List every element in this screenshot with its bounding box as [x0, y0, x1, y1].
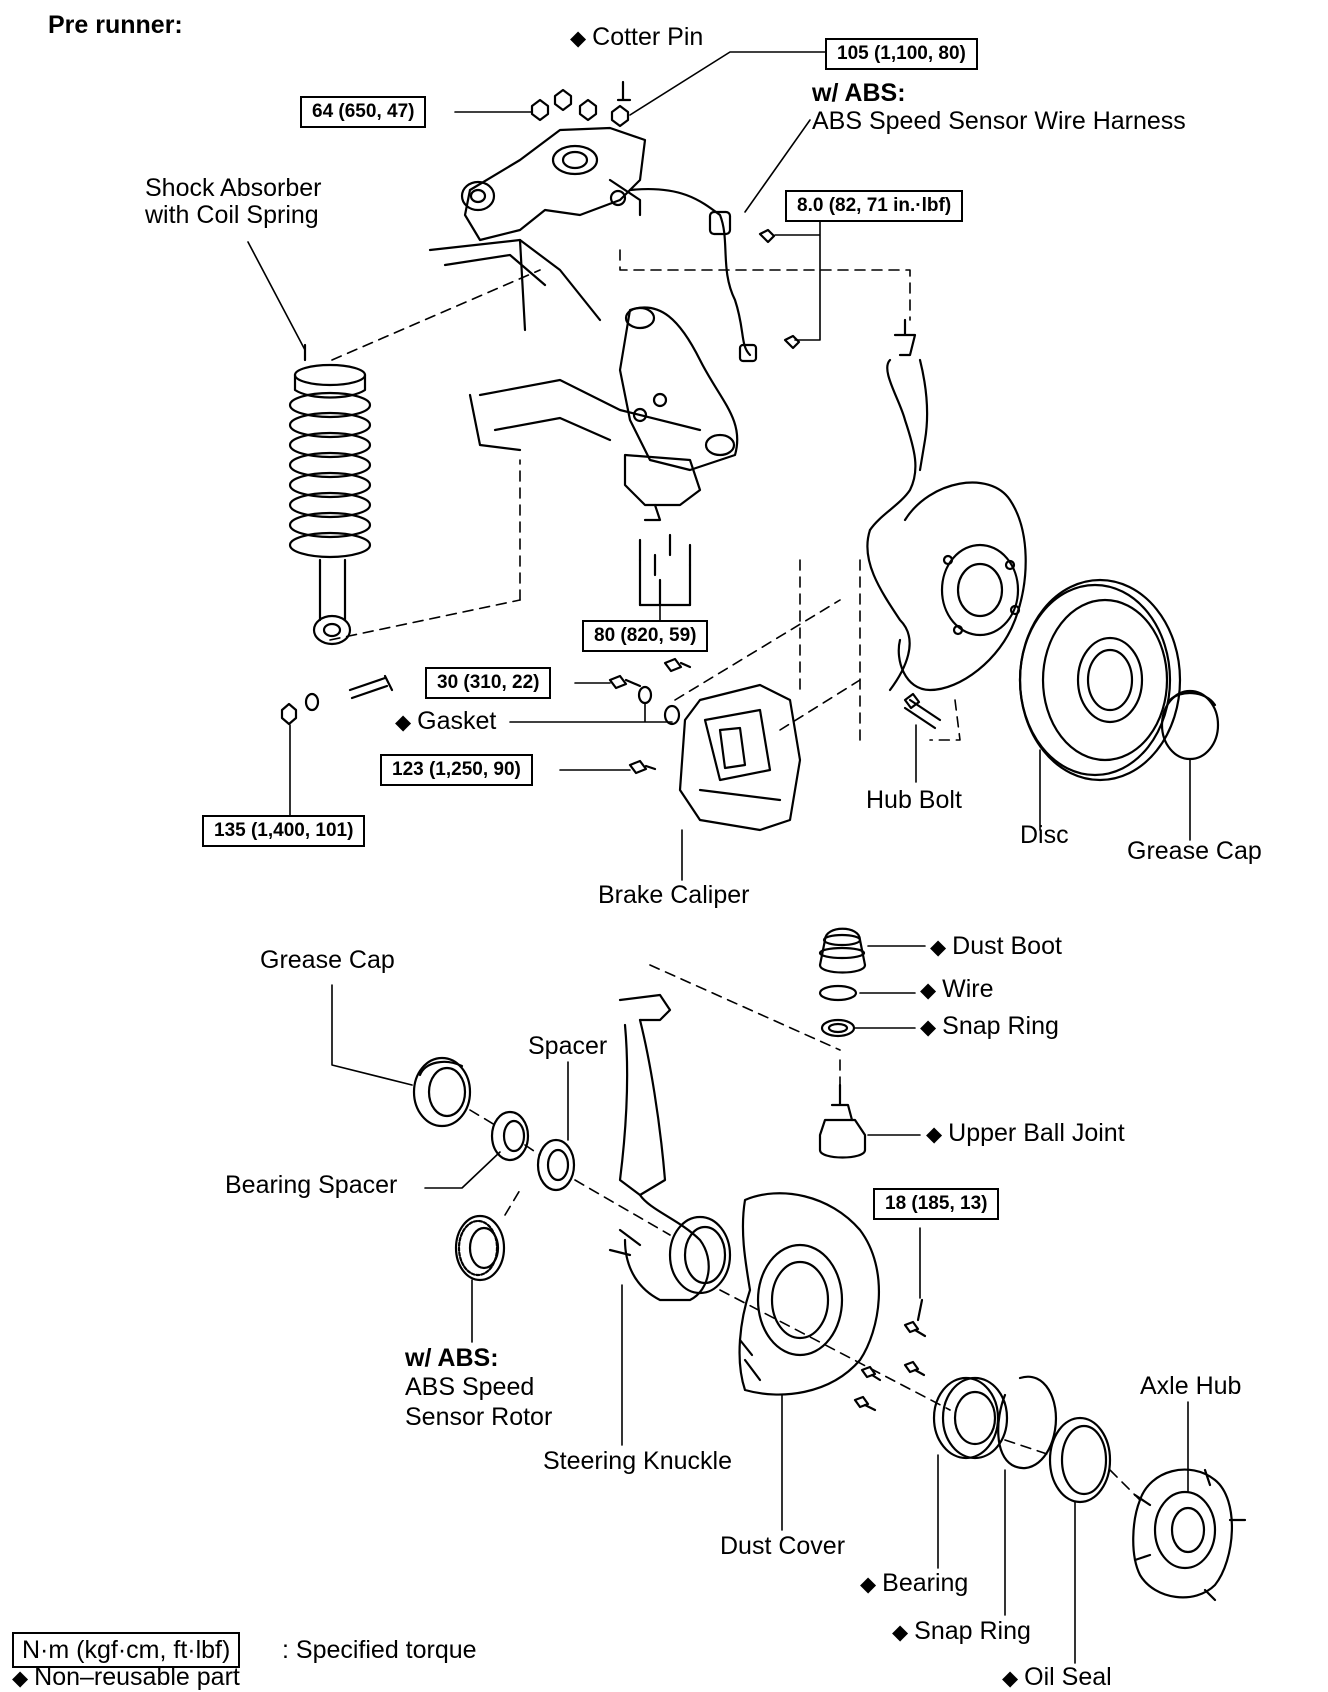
- grease-cap-upper: [1160, 689, 1220, 761]
- nonreusable-marker: ◆: [860, 1573, 877, 1596]
- steering-knuckle-lower: [608, 993, 732, 1302]
- snap-ring-upper: [820, 1018, 856, 1038]
- legend-torque-box: N·m (kgf·cm, ft·lbf): [12, 1632, 241, 1668]
- label-disc: Disc: [1020, 821, 1069, 849]
- wire-ring: [818, 984, 858, 1002]
- nonreusable-marker: ◆: [920, 979, 937, 1002]
- label-cotter-pin: ◆Cotter Pin: [570, 23, 704, 51]
- upper-control-arm: [460, 126, 647, 242]
- torque-8: 8.0 (82, 71 in.·lbf): [785, 190, 964, 222]
- label-dust-boot: ◆Dust Boot: [930, 932, 1062, 960]
- label-shock-absorber: Shock Absorber: [145, 174, 322, 202]
- label-upper-ball-joint: ◆Upper Ball Joint: [926, 1119, 1125, 1147]
- snap-ring-lower: [997, 1375, 1058, 1470]
- bearing: [932, 1376, 1009, 1460]
- label-abs-wire-harness: ABS Speed Sensor Wire Harness: [812, 107, 1186, 135]
- oil-seal: [1048, 1416, 1112, 1504]
- legend-nonreusable: ◆Non–reusable part: [12, 1663, 240, 1691]
- label-axle-hub: Axle Hub: [1140, 1372, 1242, 1400]
- frame-member: [428, 238, 702, 452]
- lower-control-arm: [618, 306, 739, 522]
- nut-cluster: [530, 88, 630, 128]
- nonreusable-marker: ◆: [570, 27, 587, 50]
- label-bearing: ◆Bearing: [860, 1569, 969, 1597]
- label-abs-speed: ABS Speed: [405, 1373, 535, 1401]
- brake-caliper: [678, 683, 802, 832]
- label-sensor-rotor: Sensor Rotor: [405, 1403, 553, 1431]
- assembly-lines-upper: [329, 249, 961, 741]
- label-abs-bottom-prefix: w/ ABS:: [405, 1344, 499, 1372]
- torque-105: 105 (1,100, 80): [825, 38, 978, 70]
- label-brake-caliper: Brake Caliper: [598, 881, 750, 909]
- hub-bolt: [903, 692, 942, 730]
- leader-lines: [247, 51, 1191, 1664]
- label-coil-spring: with Coil Spring: [145, 201, 319, 229]
- abs-wire-harness: [628, 188, 801, 363]
- assembly-lines-lower: [469, 964, 1141, 1501]
- label-snap-ring-lower: ◆Snap Ring: [892, 1617, 1031, 1645]
- nonreusable-marker: ◆: [920, 1016, 937, 1039]
- caliper-bolts: [608, 657, 692, 775]
- ball-joint-bolts: [638, 533, 692, 607]
- torque-135: 135 (1,400, 101): [202, 815, 366, 847]
- label-gasket: ◆Gasket: [395, 707, 497, 735]
- torque-30: 30 (310, 22): [425, 667, 552, 699]
- shock-bolt-nut: [280, 674, 394, 726]
- nonreusable-marker: ◆: [12, 1667, 29, 1690]
- torque-18: 18 (185, 13): [873, 1188, 1000, 1220]
- dust-cover-bolts: [853, 1298, 927, 1412]
- dust-cover-upper: [897, 481, 1027, 692]
- bearing-spacer: [490, 1110, 530, 1162]
- spacer: [536, 1138, 576, 1192]
- nonreusable-marker: ◆: [395, 711, 412, 734]
- nonreusable-marker: ◆: [930, 936, 947, 959]
- cotter-pin: [616, 80, 632, 102]
- dust-boot: [818, 927, 867, 974]
- abs-sensor-rotor: [454, 1214, 506, 1282]
- label-grease-cap-bottom: Grease Cap: [260, 946, 395, 974]
- shock-absorber-coil-spring: [288, 343, 372, 646]
- axle-hub: [1132, 1468, 1247, 1602]
- legend-torque-desc: : Specified torque: [282, 1636, 477, 1664]
- label-abs-top-prefix: w/ ABS:: [812, 79, 906, 107]
- label-dust-cover: Dust Cover: [720, 1532, 846, 1560]
- diagram-title: Pre runner:: [48, 11, 183, 39]
- torque-80: 80 (820, 59): [582, 620, 709, 652]
- nonreusable-marker: ◆: [892, 1621, 909, 1644]
- grease-cap-lower: [412, 1056, 472, 1128]
- label-hub-bolt: Hub Bolt: [866, 786, 962, 814]
- upper-ball-joint: [818, 1083, 867, 1159]
- label-wire: ◆Wire: [920, 975, 994, 1003]
- label-spacer: Spacer: [528, 1032, 608, 1060]
- nonreusable-marker: ◆: [926, 1123, 943, 1146]
- label-bearing-spacer: Bearing Spacer: [225, 1171, 398, 1199]
- label-oil-seal: ◆Oil Seal: [1002, 1663, 1112, 1691]
- label-steering-knuckle: Steering Knuckle: [543, 1447, 733, 1475]
- label-grease-cap-top: Grease Cap: [1127, 837, 1262, 865]
- brake-disc: [1018, 578, 1182, 782]
- dust-cover-lower: [738, 1192, 881, 1396]
- label-snap-ring-upper: ◆Snap Ring: [920, 1012, 1059, 1040]
- torque-123: 123 (1,250, 90): [380, 754, 533, 786]
- nonreusable-marker: ◆: [1002, 1667, 1019, 1690]
- torque-64: 64 (650, 47): [300, 96, 427, 128]
